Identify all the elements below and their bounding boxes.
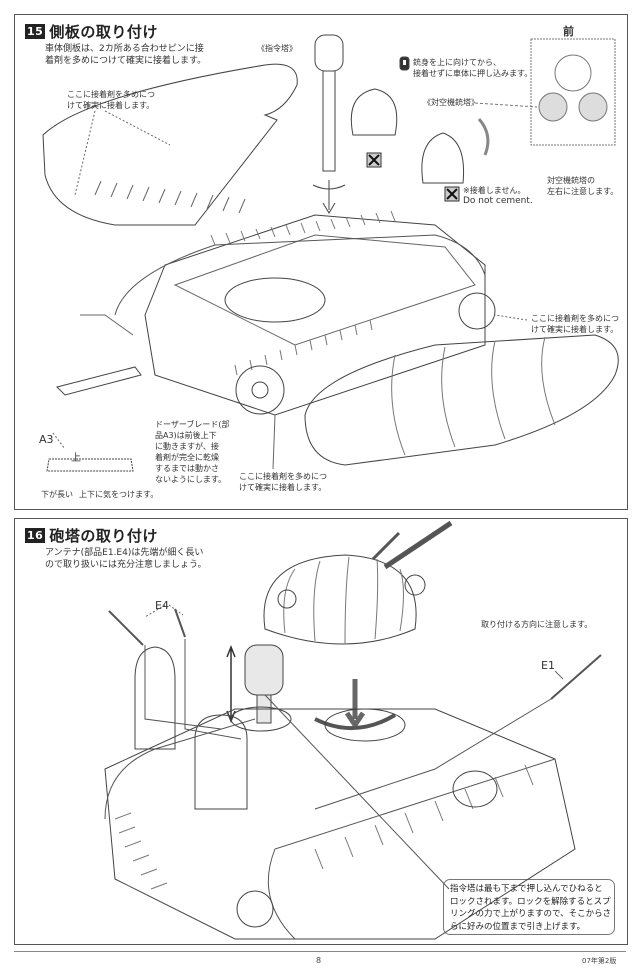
direction-note: 取り付ける方向に注意します。 (481, 620, 593, 629)
twist-arrow (312, 184, 346, 190)
aa-turret-2 (421, 132, 465, 184)
command-tower-arrow (322, 180, 336, 214)
aa-turret-lr-note: 対空機銃塔の 左右に注意します。 (547, 176, 619, 196)
dozer-blade (56, 366, 142, 396)
step-15-panel: 15 側板の取り付け 車体側板は、2カ所ある合わせピンに接 着剤を多めにつけて確… (14, 14, 628, 510)
glue-note-bottom: ここに接着剤を多めにつ けて確実に接着します。 (239, 472, 327, 492)
step-15-number: 15 (25, 24, 46, 39)
dozer-blade-front (46, 458, 134, 472)
rear-wheel (458, 292, 496, 330)
aa-turret-label: 《対空機銃塔》 (423, 98, 479, 107)
step-16-number: 16 (25, 528, 46, 543)
no-cement-en: Do not cement. (463, 196, 533, 206)
left-panel-teeth (94, 180, 246, 214)
gun-up-note: 銃身を上に向けてから、 接着せずに車体に押し込みます。 (413, 58, 533, 78)
turret-dome (263, 554, 417, 645)
page-number: 8 (316, 956, 322, 965)
command-tower-top (314, 34, 344, 72)
rear-tower (194, 714, 248, 810)
antenna-e1 (550, 654, 602, 700)
track-left (114, 234, 486, 316)
track-links (210, 210, 396, 376)
command-tower-shaft (322, 70, 336, 172)
aa-turret-right-topview (578, 92, 608, 122)
step-16-title: 16 砲塔の取り付け (25, 525, 158, 546)
aa-turret-left-topview (538, 92, 568, 122)
edition-label: 07年第2版 (582, 957, 617, 965)
track-links (114, 764, 534, 890)
side-tank (452, 770, 498, 808)
main-gun (383, 520, 453, 570)
bottom-long-label: 下が長い (41, 490, 73, 499)
step-16-panel: 16 砲塔の取り付け アンテナ(部品E1.E4)は先端が細く長い ので取り扱いに… (14, 518, 628, 945)
turret-ring (224, 277, 326, 323)
step-15-illustration (42, 34, 619, 472)
step-16-title-text: 砲塔の取り付け (49, 527, 158, 545)
step-15-title-text: 側板の取り付け (49, 23, 158, 41)
left-tower (134, 646, 176, 750)
aa-turret-1 (350, 88, 398, 136)
turret-base-ring (230, 706, 292, 732)
right-side-panel (304, 334, 619, 466)
x-box-icon (366, 152, 382, 168)
x-box-icon (444, 186, 460, 202)
turret-down-arrow (344, 679, 366, 730)
part-e1-label: E1 (541, 659, 555, 672)
command-tower-label: 《指令塔》 (257, 44, 297, 53)
rotate-arrow (477, 118, 490, 156)
hull-top-deck (173, 234, 476, 346)
step-16-illustration (104, 520, 602, 940)
callout-pointer (264, 694, 450, 890)
rotate-arrow (314, 713, 397, 730)
left-side-panel (42, 63, 298, 226)
step-15-title: 15 側板の取り付け (25, 21, 158, 42)
updown-note: 上下に気をつけます。 (79, 490, 159, 499)
step-15-intro: 車体側板は、2カ所ある合わせピンに接 着剤を多めにつけて確実に接着します。 (45, 44, 207, 66)
top-view-inset (530, 38, 616, 146)
track-left (104, 718, 256, 820)
glue-note-right: ここに接着剤を多めにつ けて確実に接着します。 (531, 314, 619, 334)
front-wheel (235, 365, 285, 415)
command-tower-callout: 指令塔は最も下まで押し込んでひねると ロックされます。ロックを解除するとスプ リ… (443, 879, 615, 935)
antenna-e4-b (174, 608, 186, 638)
hull (104, 708, 576, 940)
track-right (267, 758, 556, 940)
hull-body (144, 214, 486, 416)
step-16-intro: アンテナ(部品E1.E4)は先端が細く長い ので取り扱いには充分注意しましょう。 (45, 548, 207, 570)
glue-note-top-left: ここに接着剤を多めにつ けて確実に接着します。 (67, 90, 155, 110)
dozer-blade-note: ドーザーブレード(部 品A3)は前後上下 に動きますが、接 着剤が完全に乾燥 す… (155, 420, 230, 484)
part-a3-label: A3 (39, 433, 54, 446)
part-e4-label: E4 (155, 599, 169, 612)
exclamation-icon (399, 56, 410, 71)
footer-rule (14, 951, 626, 952)
command-tower (244, 644, 284, 696)
no-cement-jp: ※接着しません。 (463, 186, 526, 195)
front-label: 前 (563, 25, 574, 38)
antenna-e4-a (108, 610, 144, 646)
secondary-gun (371, 531, 401, 561)
